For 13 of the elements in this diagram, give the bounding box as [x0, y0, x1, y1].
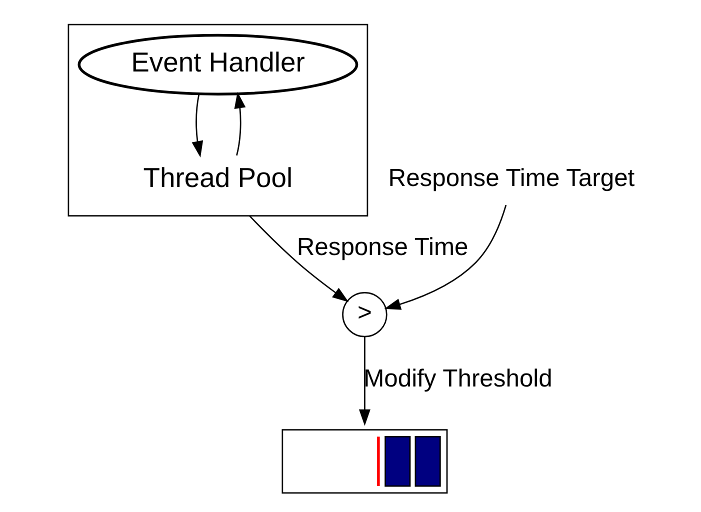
- node-box: [281, 429, 448, 494]
- arrow: [358, 336, 370, 426]
- arrow: [234, 92, 246, 156]
- edge-label: Modify Threshold: [363, 365, 552, 392]
- arrow: [384, 204, 506, 310]
- node-text: Thread Pool: [142, 162, 292, 194]
- edge-label: Response Time: [296, 234, 468, 261]
- node-circle: >: [342, 292, 387, 338]
- arrow: [191, 94, 203, 158]
- node-text: Response Time Target: [388, 165, 634, 192]
- arrow: [248, 215, 348, 302]
- node-ellipse: Event Handler: [77, 34, 358, 96]
- cluster: [67, 24, 368, 217]
